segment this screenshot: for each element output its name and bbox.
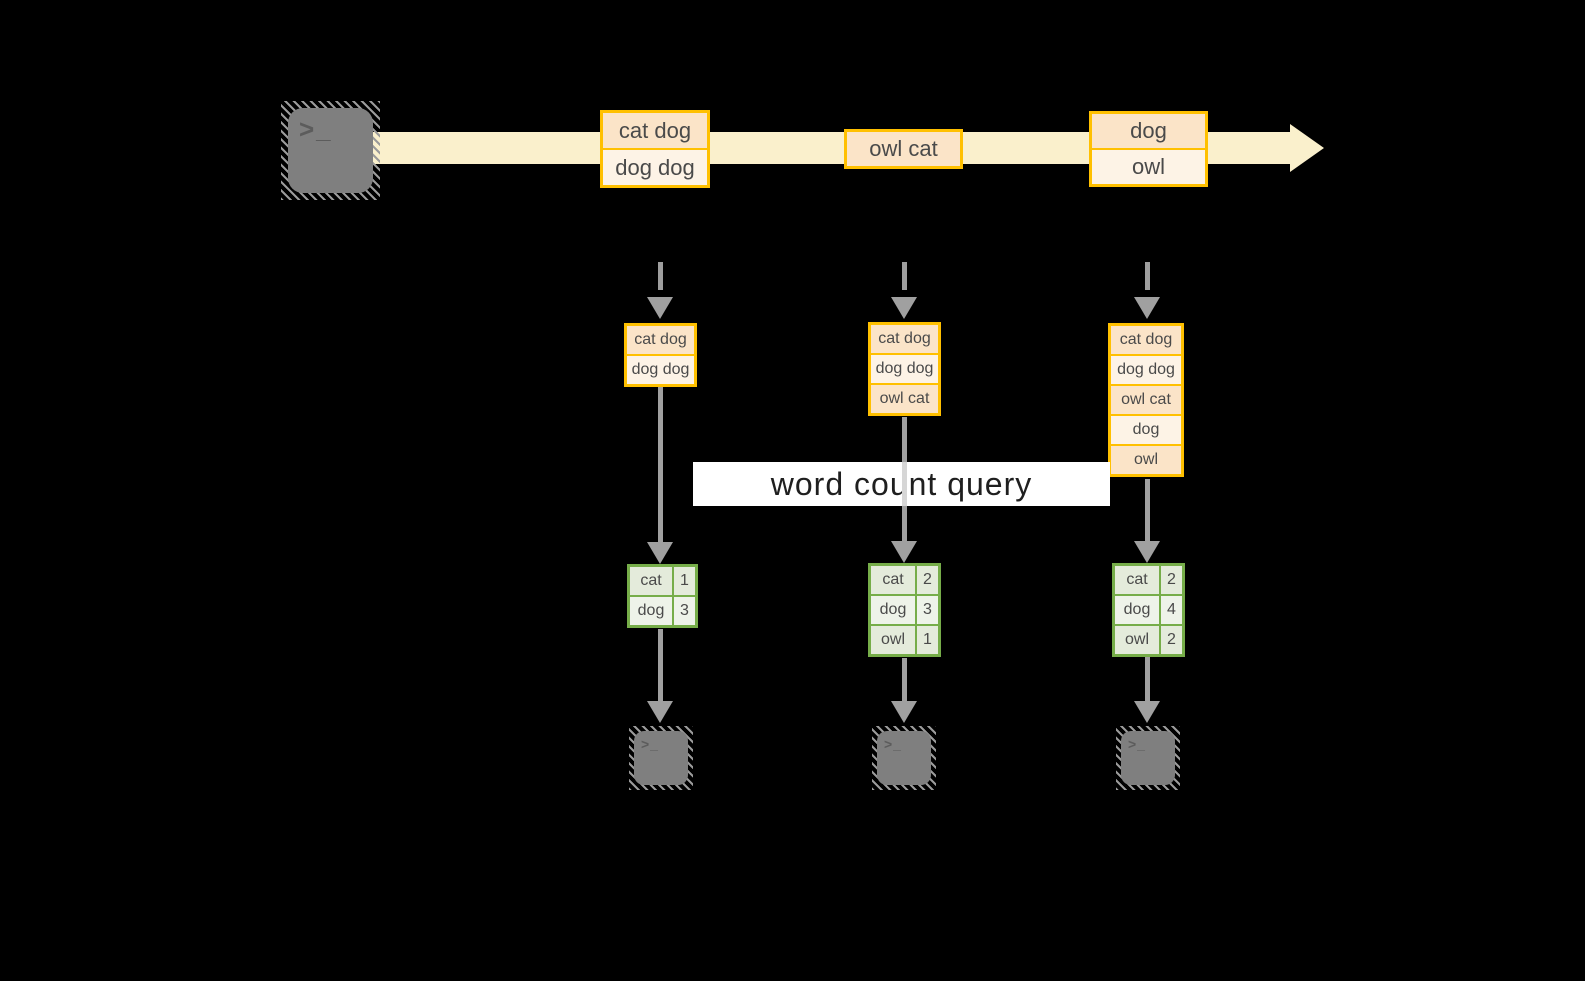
- stream-record: owl: [1092, 148, 1205, 184]
- dashed-arrow-shaft: [902, 262, 907, 290]
- count-cell: 1: [672, 567, 695, 595]
- arrow-shaft: [658, 629, 663, 701]
- state-record: owl cat: [871, 383, 938, 413]
- stream-record: cat dog: [603, 113, 707, 148]
- arrow-head-icon: [891, 541, 917, 563]
- word-cell: owl: [1115, 626, 1159, 654]
- state-record: dog dog: [871, 353, 938, 383]
- count-cell: 3: [915, 596, 938, 624]
- state-record: cat dog: [1111, 326, 1181, 354]
- stream-record: owl cat: [847, 132, 960, 166]
- count-cell: 2: [915, 566, 938, 594]
- state-record: owl: [1111, 444, 1181, 474]
- dashed-arrow-head-icon: [647, 297, 673, 319]
- word-cell: dog: [630, 597, 672, 625]
- query-label-band: word count query: [693, 462, 1110, 506]
- arrow-head-icon: [1134, 541, 1160, 563]
- count-cell: 2: [1159, 626, 1182, 654]
- sink-terminal-icon-1: >_: [629, 726, 693, 790]
- arrow-shaft: [1145, 657, 1150, 701]
- word-cell: dog: [1115, 596, 1159, 624]
- arrow-shaft: [902, 417, 907, 462]
- stream-record: dog dog: [603, 148, 707, 185]
- count-cell: 2: [1159, 566, 1182, 594]
- state-record: cat dog: [627, 326, 694, 354]
- arrow-head-icon: [647, 701, 673, 723]
- dashed-arrow-head-icon: [1134, 297, 1160, 319]
- state-record: dog dog: [627, 354, 694, 384]
- terminal-prompt-glyph: >_: [877, 731, 931, 785]
- stream-timeline-arrowhead-icon: [1290, 124, 1324, 172]
- dashed-arrow-head-icon: [891, 297, 917, 319]
- word-cell: owl: [871, 626, 915, 654]
- arrow-shaft: [902, 658, 907, 701]
- stream-record: dog: [1092, 114, 1205, 148]
- dashed-arrow-shaft: [658, 262, 663, 290]
- source-terminal-icon: >_: [281, 101, 380, 200]
- word-cell: cat: [630, 567, 672, 595]
- arrow-shaft-over-band: [902, 462, 907, 506]
- count-cell: 1: [915, 626, 938, 654]
- state-record: owl cat: [1111, 384, 1181, 414]
- arrow-head-icon: [647, 542, 673, 564]
- query-label: word count query: [770, 465, 1033, 502]
- count-cell: 4: [1159, 596, 1182, 624]
- sink-terminal-icon-3: >_: [1116, 726, 1180, 790]
- arrow-shaft: [1145, 479, 1150, 541]
- count-cell: 3: [672, 597, 695, 625]
- terminal-prompt-glyph: >_: [1121, 731, 1175, 785]
- dashed-arrow-shaft: [1145, 262, 1150, 290]
- terminal-prompt-glyph: >_: [634, 731, 688, 785]
- sink-terminal-icon-2: >_: [872, 726, 936, 790]
- word-cell: dog: [871, 596, 915, 624]
- arrow-shaft: [658, 387, 663, 542]
- state-record: dog dog: [1111, 354, 1181, 384]
- word-cell: cat: [871, 566, 915, 594]
- terminal-prompt-glyph: >_: [288, 108, 373, 193]
- state-record: dog: [1111, 414, 1181, 444]
- arrow-head-icon: [891, 701, 917, 723]
- arrow-head-icon: [1134, 701, 1160, 723]
- stream-event-box-2: owl cat: [844, 129, 963, 169]
- arrow-shaft: [902, 506, 907, 541]
- word-cell: cat: [1115, 566, 1159, 594]
- state-record: cat dog: [871, 325, 938, 353]
